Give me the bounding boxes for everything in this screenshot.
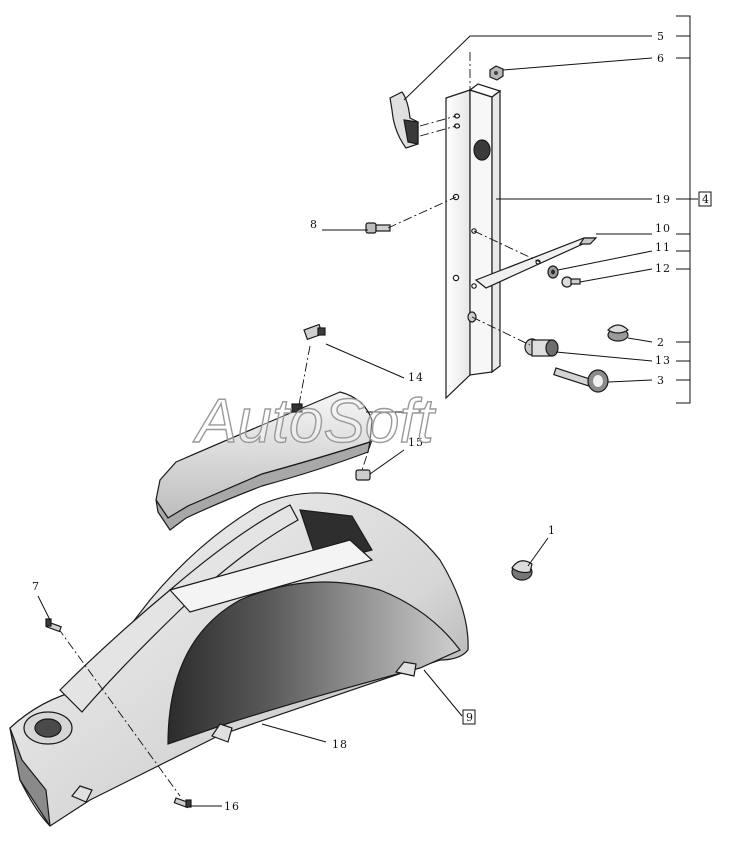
assembly-lines (57, 52, 541, 797)
plug-1 (511, 560, 533, 581)
screw-16 (173, 797, 192, 809)
support-post (445, 83, 502, 400)
label-15: 15 (408, 436, 424, 449)
fender-housing (9, 492, 469, 827)
bushing-13 (524, 338, 559, 357)
screw-12 (561, 276, 581, 288)
label-5: 5 (657, 30, 665, 43)
clip-14 (303, 323, 326, 341)
bolt-8 (365, 222, 391, 234)
ref-box-9 (462, 709, 476, 725)
label-8: 8 (310, 218, 318, 231)
label-1: 1 (548, 524, 556, 537)
nut-6 (489, 65, 504, 81)
watermark: AutoSoft (192, 387, 437, 456)
group-bracket (676, 15, 698, 404)
label-10: 10 (655, 222, 671, 235)
nut-11 (547, 265, 559, 279)
part-labels: 5 6 19 8 10 11 12 2 13 3 14 15 1 7 18 16… (32, 30, 712, 813)
label-7: 7 (32, 580, 40, 593)
label-14: 14 (408, 371, 424, 384)
clip-15 (355, 469, 371, 481)
label-4: 4 (702, 193, 710, 206)
label-13: 13 (655, 354, 671, 367)
label-16: 16 (224, 800, 240, 813)
plug-cap-2 (607, 324, 629, 342)
label-2: 2 (657, 336, 665, 349)
hook-clip (389, 91, 419, 149)
leader-lines (37, 35, 653, 807)
label-18: 18 (332, 738, 348, 751)
label-11: 11 (655, 241, 671, 254)
screw-7 (45, 618, 62, 633)
cover-panel (155, 391, 373, 531)
label-6: 6 (657, 52, 665, 65)
label-19: 19 (655, 193, 671, 206)
label-9: 9 (466, 711, 474, 724)
lever-pin-3 (553, 367, 609, 393)
ref-box-4 (698, 191, 712, 207)
label-12: 12 (655, 262, 671, 275)
label-3: 3 (657, 374, 665, 387)
